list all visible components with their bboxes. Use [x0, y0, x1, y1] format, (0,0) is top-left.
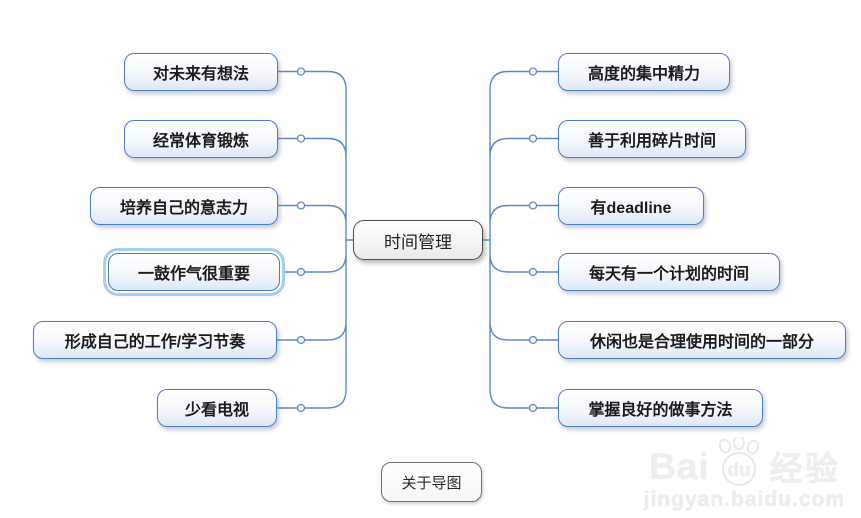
- watermark-brand-prefix: Bai: [649, 446, 710, 487]
- right-branch-node-6[interactable]: 掌握良好的做事方法: [558, 389, 763, 427]
- watermark-site-url: jingyan.baidu.com: [643, 488, 845, 511]
- paw-icon: du: [718, 437, 759, 486]
- left-branch-node-5[interactable]: 形成自己的工作/学习节奏: [33, 321, 277, 359]
- right-branch-node-1[interactable]: 高度的集中精力: [558, 53, 730, 91]
- baidu-jingyan-watermark: Bai du 经验 jingyan.baidu.com: [644, 437, 845, 510]
- central-topic-node[interactable]: 时间管理: [353, 220, 483, 260]
- floating-topic-node[interactable]: 关于导图: [381, 462, 482, 502]
- left-branch-node-6[interactable]: 少看电视: [157, 389, 277, 427]
- watermark-brand-du: du: [727, 460, 750, 481]
- left-connector-paths: [277, 70, 354, 409]
- right-connector-paths: [482, 70, 558, 409]
- left-branch-node-3[interactable]: 培养自己的意志力: [90, 187, 278, 225]
- left-branch-node-4-selected[interactable]: 一鼓作气很重要: [108, 253, 280, 291]
- right-branch-node-3[interactable]: 有deadline: [558, 187, 704, 225]
- right-branch-node-2[interactable]: 善于利用碎片时间: [558, 120, 746, 158]
- left-branch-node-1[interactable]: 对未来有想法: [124, 53, 278, 91]
- watermark-brand-suffix: 经验: [769, 450, 840, 487]
- right-branch-node-4[interactable]: 每天有一个计划的时间: [558, 253, 780, 291]
- right-branch-node-5[interactable]: 休闲也是合理使用时间的一部分: [558, 321, 846, 359]
- left-branch-node-2[interactable]: 经常体育锻炼: [124, 120, 278, 158]
